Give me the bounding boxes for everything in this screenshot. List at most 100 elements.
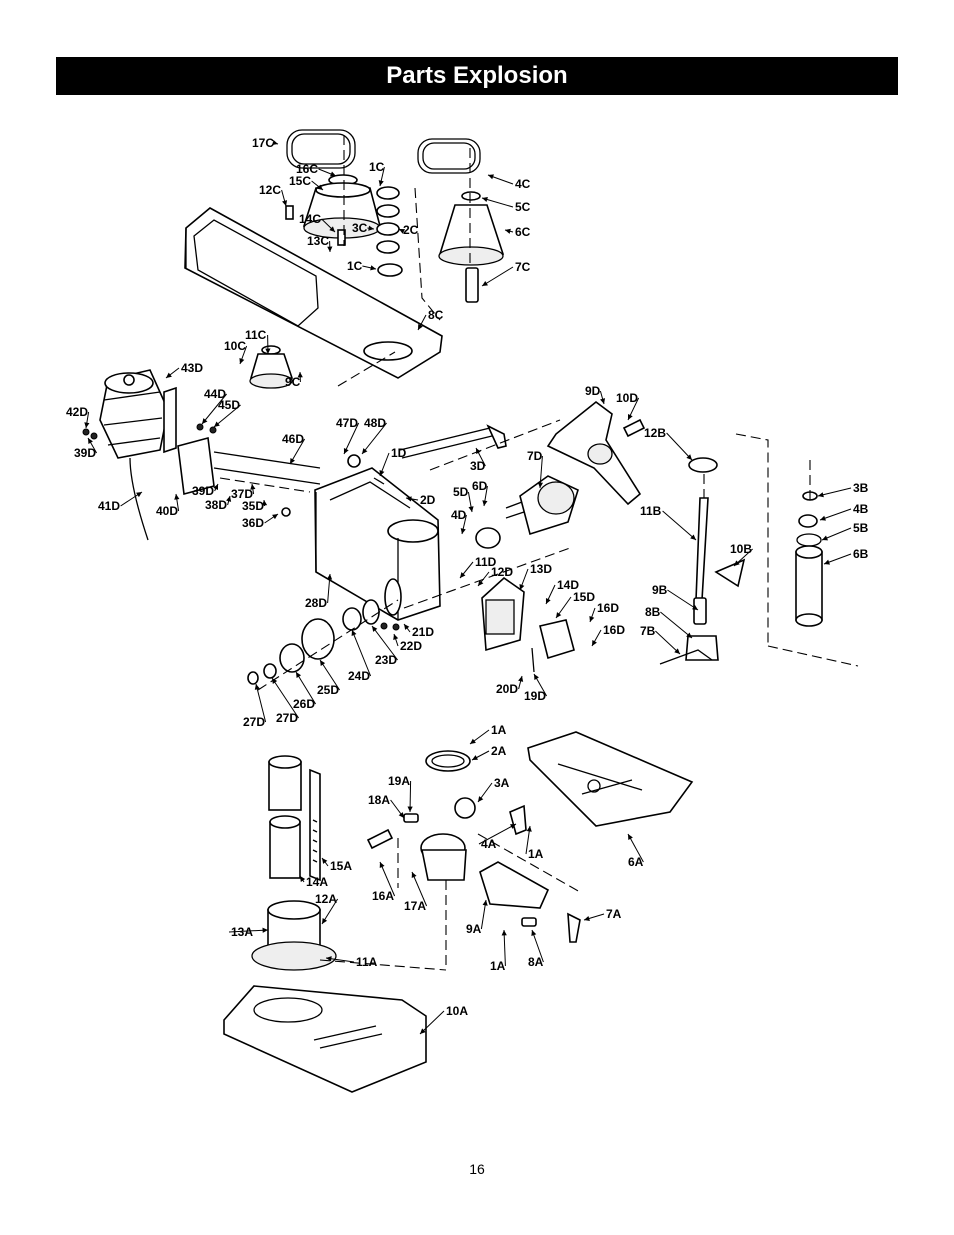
arrow-head-icon: [296, 672, 302, 678]
title-bar: Parts Explosion: [56, 57, 898, 95]
part-label-28d: 28D: [305, 596, 327, 610]
leader-line: [361, 422, 387, 455]
arrow-head-icon: [372, 626, 378, 632]
arrow-head-icon: [362, 448, 368, 454]
arrow-head-icon: [482, 900, 488, 906]
part-label-2c: 2C: [403, 223, 419, 237]
arrow-head-icon: [411, 872, 417, 878]
part-label-3a: 3A: [494, 776, 510, 790]
arrow-head-icon: [692, 604, 698, 610]
arrow-head-icon: [265, 348, 271, 354]
part-label-27d: 27D: [243, 715, 265, 729]
arrow-head-icon: [272, 678, 278, 684]
part-label-5d: 5D: [453, 485, 469, 499]
arrow-head-icon: [472, 755, 478, 760]
part-label-4d: 4D: [451, 508, 467, 522]
arrow-head-icon: [136, 492, 142, 498]
part-label-16c: 16C: [296, 162, 318, 176]
arrow-head-icon: [379, 862, 385, 868]
arrow-head-icon: [343, 448, 349, 454]
arrow-head-icon: [460, 572, 466, 578]
arrow-head-icon: [468, 506, 474, 512]
part-label-7d: 7D: [527, 449, 543, 463]
arrow-head-icon: [398, 812, 404, 818]
part-label-12c: 12C: [259, 183, 281, 197]
arrow-head-icon: [261, 500, 268, 506]
part-label-40d: 40D: [156, 504, 178, 518]
leader-line: [666, 432, 693, 461]
part-label-17a: 17A: [404, 899, 426, 913]
part-label-11c: 11C: [245, 328, 267, 342]
arrow-head-icon: [686, 632, 692, 638]
part-label-24d: 24D: [348, 669, 370, 683]
arrow-head-icon: [239, 358, 245, 364]
arrow-head-icon: [510, 824, 516, 829]
part-label-10c: 10C: [224, 339, 246, 353]
leader-line: [351, 629, 372, 677]
arrow-head-icon: [592, 640, 597, 646]
arrow-head-icon: [824, 559, 830, 565]
part-label-6d: 6D: [472, 479, 488, 493]
part-label-4c: 4C: [515, 177, 531, 191]
arrow-head-icon: [526, 826, 532, 832]
arrow-head-icon: [600, 398, 606, 404]
leader-line: [660, 611, 693, 639]
arrow-head-icon: [519, 584, 525, 590]
part-label-16a: 16A: [372, 889, 394, 903]
arrow-head-icon: [628, 834, 633, 840]
leader-line: [667, 589, 699, 611]
part-label-6b: 6B: [853, 547, 869, 561]
arrow-head-icon: [202, 418, 208, 424]
arrow-head-icon: [470, 738, 476, 744]
part-label-18a: 18A: [368, 793, 390, 807]
part-label-23d: 23D: [375, 653, 397, 667]
arrow-head-icon: [690, 534, 696, 540]
part-label-1a: 1A: [491, 723, 507, 737]
part-label-3d: 3D: [470, 459, 486, 473]
leader-line: [295, 671, 317, 705]
part-label-8c: 8C: [428, 308, 444, 322]
arrow-head-icon: [370, 265, 376, 271]
arrow-head-icon: [166, 372, 172, 378]
part-label-2d: 2D: [420, 493, 436, 507]
part-label-1c: 1C: [369, 160, 385, 174]
arrow-head-icon: [460, 528, 466, 534]
arrow-head-icon: [329, 226, 335, 232]
arrow-head-icon: [556, 612, 562, 618]
arrow-head-icon: [226, 496, 232, 502]
part-label-20d: 20D: [496, 682, 518, 696]
arrow-head-icon: [84, 422, 90, 428]
arrow-head-icon: [326, 574, 333, 580]
arrow-head-icon: [518, 676, 524, 682]
part-label-25d: 25D: [317, 683, 339, 697]
part-label-44d: 44D: [204, 387, 226, 401]
part-label-6a: 6A: [628, 855, 644, 869]
leader-line: [503, 929, 506, 967]
part-label-35d: 35D: [242, 499, 264, 513]
arrow-head-icon: [686, 454, 692, 460]
arrow-head-icon: [482, 197, 488, 203]
part-label-13d: 13D: [530, 562, 552, 576]
part-label-13c: 13C: [307, 234, 329, 248]
motor-assembly: [82, 369, 321, 541]
part-label-5c: 5C: [515, 200, 531, 214]
arrow-head-icon: [478, 796, 484, 802]
arrow-head-icon: [290, 458, 295, 464]
arrow-head-icon: [399, 229, 405, 234]
arrow-head-icon: [627, 414, 633, 420]
belt-guard-assembly: [184, 129, 505, 389]
part-label-9b: 9B: [652, 583, 668, 597]
part-label-26d: 26D: [293, 697, 315, 711]
arrow-head-icon: [818, 492, 824, 498]
part-label-19a: 19A: [388, 774, 410, 788]
arrow-head-icon: [254, 684, 260, 690]
arrow-head-icon: [488, 174, 494, 180]
arrow-head-icon: [407, 806, 413, 812]
part-label-1a: 1A: [528, 847, 544, 861]
leader-line: [411, 871, 428, 907]
part-label-17c: 17C: [252, 136, 274, 150]
leader-line: [481, 266, 514, 287]
arrow-head-icon: [537, 482, 544, 488]
